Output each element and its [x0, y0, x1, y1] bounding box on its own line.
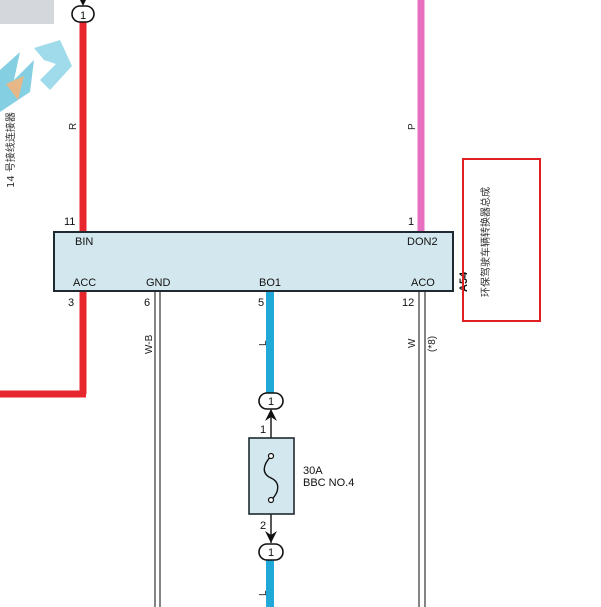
- fuse-terminal-top: [267, 452, 275, 460]
- connector-upper-fuse[interactable]: 1: [258, 392, 284, 410]
- pin-name-gnd: GND: [146, 277, 171, 289]
- pin-name-aco: ACO: [411, 277, 435, 289]
- wire-code-aco: W: [407, 338, 418, 348]
- connector-lower-fuse-label: 1: [268, 547, 274, 559]
- fuse-box[interactable]: [248, 437, 295, 515]
- fuse-terminal-bottom: [267, 496, 275, 504]
- fuse-pin-top: 1: [260, 424, 266, 436]
- pin-number-aco: 12: [402, 297, 414, 309]
- converter-assembly-label: 环保驾驶车辆转换器总成: [479, 187, 492, 297]
- wire-code-red: R: [68, 123, 79, 130]
- pin-number-don2: 1: [408, 216, 414, 228]
- pin-name-don2: DON2: [407, 236, 438, 248]
- pin-number-bin: 11: [64, 216, 75, 228]
- pin-name-bo1: BO1: [259, 277, 281, 289]
- fuse-element-icon: [263, 455, 279, 501]
- connector-top-left[interactable]: 1: [71, 0, 95, 23]
- wire-code-blue: L: [258, 340, 269, 346]
- connector-upper-fuse-label: 1: [268, 396, 274, 408]
- fuse-name: BBC NO.4: [303, 477, 354, 489]
- fuse-pin-bottom: 2: [260, 520, 266, 532]
- connector-lower-fuse[interactable]: 1: [258, 543, 284, 561]
- fuse-rating: 30A: [303, 465, 323, 477]
- pin-number-gnd: 6: [144, 297, 150, 309]
- wire-code-gnd: W-B: [144, 334, 155, 354]
- pin-name-acc: ACC: [73, 277, 96, 289]
- pin-number-bo1: 5: [258, 297, 264, 309]
- pin-name-bin: BIN: [75, 236, 93, 248]
- pin-number-acc: 3: [68, 297, 74, 309]
- converter-module[interactable]: [53, 231, 454, 292]
- red-wire: [0, 18, 87, 398]
- wire-note-aco: (*8): [427, 336, 438, 352]
- junction-connector-label: 14 号接线连接器: [4, 112, 17, 188]
- aco-wire: [418, 291, 426, 607]
- corner-tile: [0, 0, 54, 24]
- ground-wire: [154, 291, 161, 607]
- wire-code-blue-lower: L: [258, 590, 269, 596]
- connector-top-left-label: 1: [80, 10, 86, 22]
- highlight-box: [462, 158, 541, 322]
- wire-code-pink: P: [407, 123, 418, 130]
- watermark-logo: [0, 40, 72, 112]
